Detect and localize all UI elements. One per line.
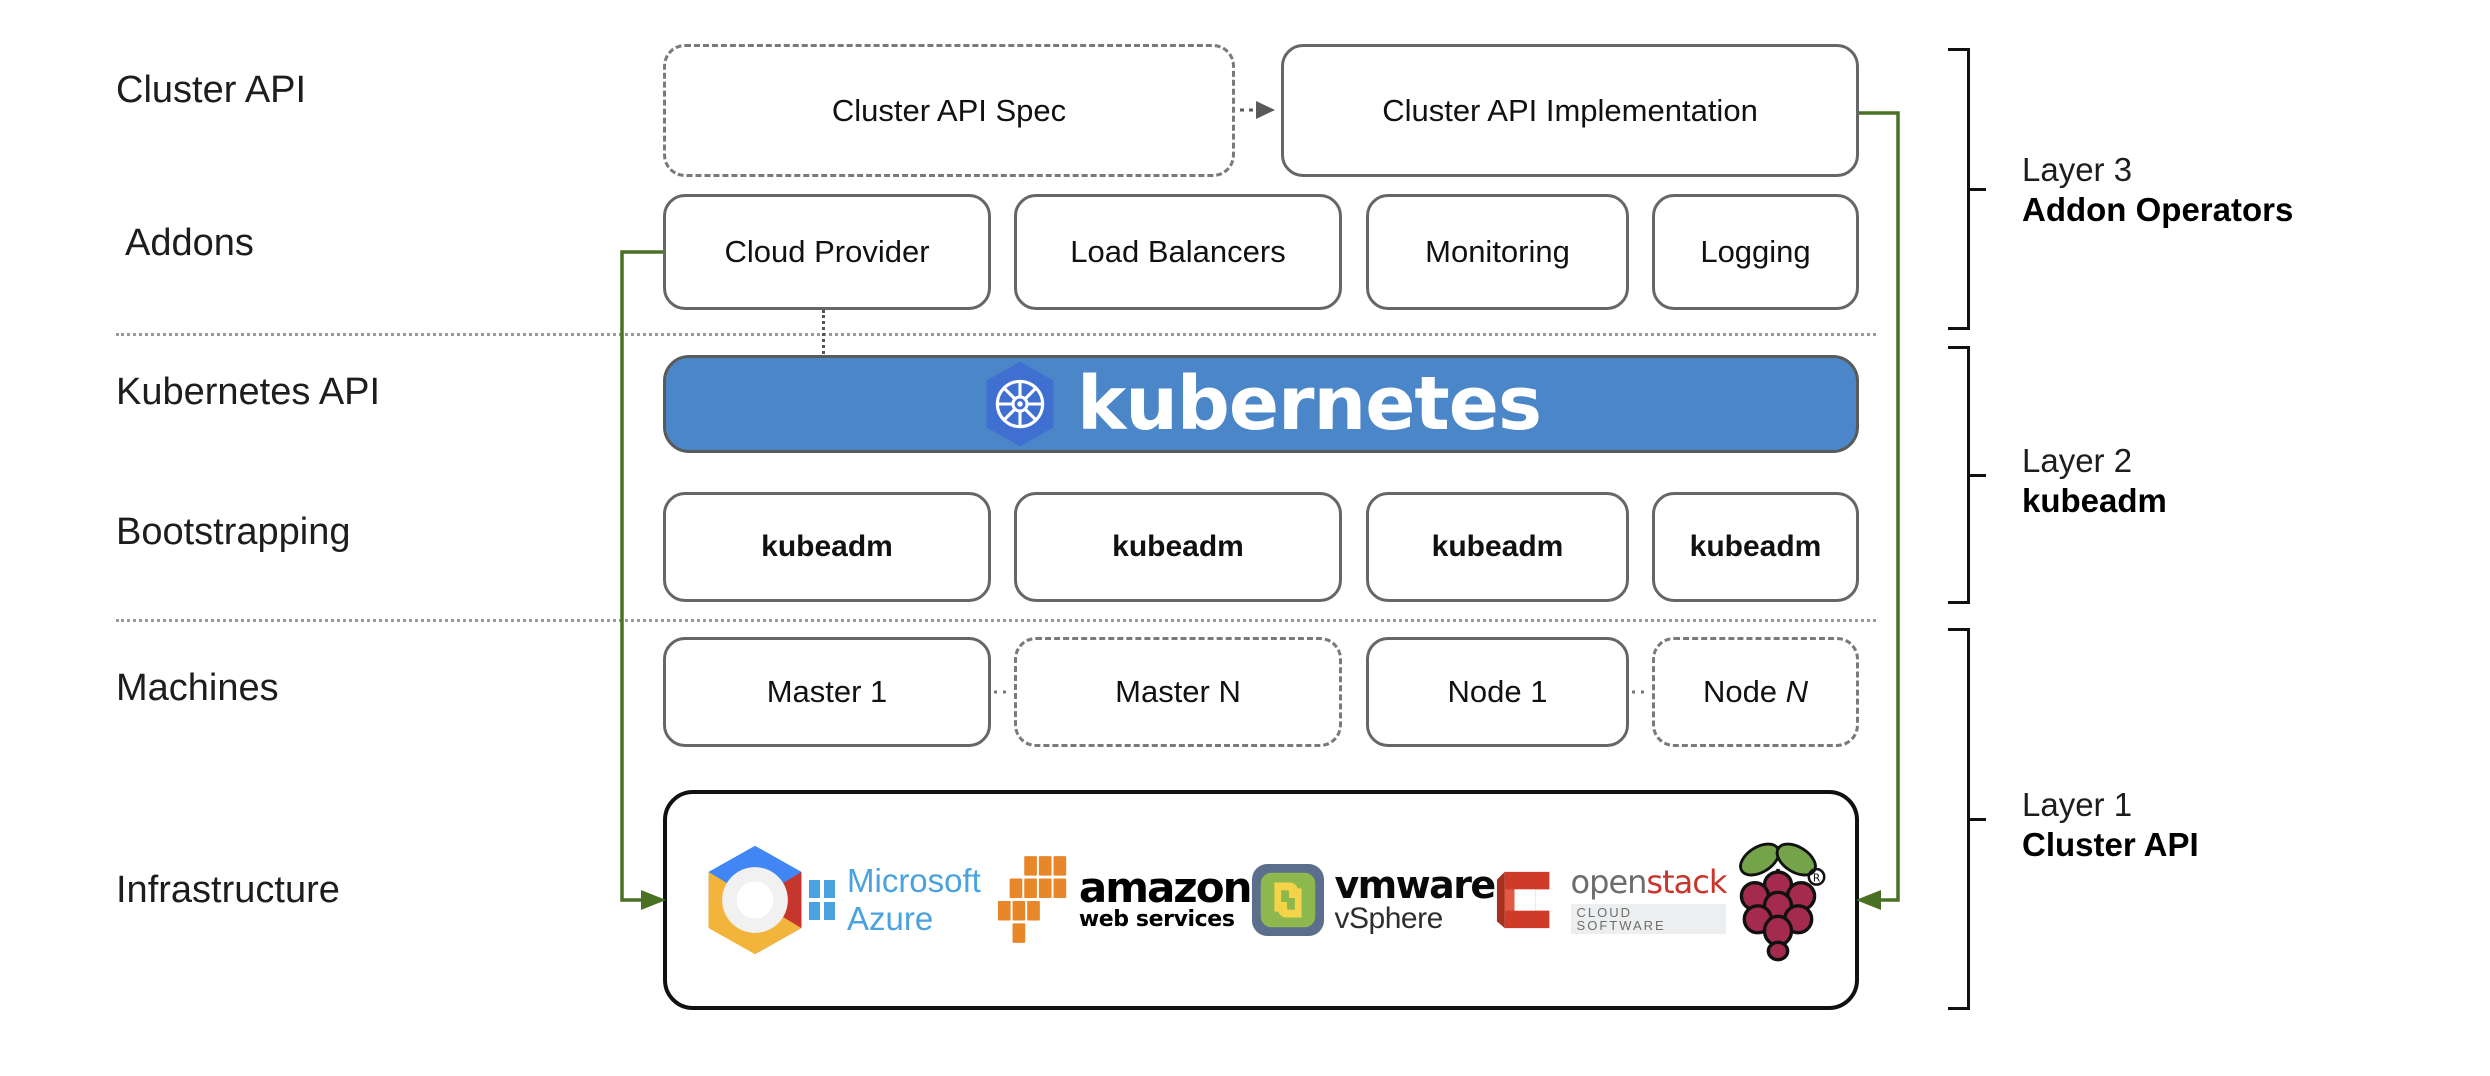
layer-2-title: Layer 2: [2022, 442, 2133, 479]
addon-label: Logging: [1700, 234, 1811, 269]
openstack-wordmark: openstack CLOUD SOFTWARE: [1570, 863, 1728, 934]
machine-label: Master 1: [766, 674, 888, 709]
addon-box-load-balancers[interactable]: Load Balancers: [1014, 194, 1342, 310]
machine-label: Node N: [1702, 674, 1809, 709]
layer-3-bracket: [1948, 48, 1970, 330]
addon-label: Cloud Provider: [724, 234, 930, 269]
row-label-text: Kubernetes API: [116, 370, 381, 413]
row-label-infrastructure: Infrastructure: [116, 860, 516, 920]
layer-3-bracket-tick: [1970, 188, 1986, 191]
vmware-text: vmware: [1334, 863, 1497, 907]
aws-logo: amazon web services: [995, 854, 1253, 946]
layer-3-label: Layer 3 Addon Operators: [2022, 150, 2452, 231]
machine-box-node-1[interactable]: Node 1: [1366, 637, 1629, 747]
cluster-api-spec-box[interactable]: Cluster API Spec: [663, 44, 1235, 177]
vsphere-text: vSphere: [1334, 902, 1444, 935]
addon-box-logging[interactable]: Logging: [1652, 194, 1859, 310]
kubeadm-box-4[interactable]: kubeadm: [1652, 492, 1859, 602]
row-label-text: Bootstrapping: [116, 510, 351, 553]
separator-layer3-layer2: [116, 333, 1876, 336]
kubernetes-wordmark: kubernetes: [1076, 361, 1542, 447]
google-cloud-hexagon-icon: [701, 842, 809, 958]
machine-label: Master N: [1115, 674, 1241, 709]
addon-label: Monitoring: [1425, 234, 1570, 269]
kubeadm-box-3[interactable]: kubeadm: [1366, 492, 1629, 602]
kubeadm-box-2[interactable]: kubeadm: [1014, 492, 1342, 602]
addon-box-monitoring[interactable]: Monitoring: [1366, 194, 1629, 310]
addon-label: Load Balancers: [1070, 234, 1286, 269]
layer-1-bracket: [1948, 628, 1970, 1010]
layer-1-subtitle: Cluster API: [2022, 826, 2199, 864]
layer-2-subtitle: kubeadm: [2022, 482, 2167, 520]
azure-logo: Microsoft Azure: [809, 862, 995, 938]
implementation-to-infrastructure-arrowhead: [1856, 890, 1881, 910]
row-label-text: Machines: [116, 666, 279, 709]
aws-wordmark: amazon web services: [1078, 866, 1253, 933]
cloud-provider-to-infrastructure-line: [620, 250, 663, 902]
row-label-bootstrapping: Bootstrapping: [116, 502, 516, 562]
cluster-api-implementation-box[interactable]: Cluster API Implementation: [1281, 44, 1859, 177]
openstack-text: openstack: [1570, 863, 1728, 901]
machine-box-master-n[interactable]: Master N: [1014, 637, 1342, 747]
implementation-to-infrastructure-line: [1859, 111, 1900, 902]
row-label-text: Addons: [125, 221, 254, 264]
openstack-logo: openstack CLOUD SOFTWARE: [1495, 864, 1727, 936]
openstack-cube-icon: [1495, 864, 1561, 936]
layer-3-subtitle: Addon Operators: [2022, 191, 2294, 229]
layer-2-bracket-tick: [1970, 474, 1986, 477]
row-label-addons: Addons: [125, 213, 525, 273]
kubeadm-label: kubeadm: [761, 530, 893, 563]
kubernetes-helm-wheel-icon: [981, 360, 1059, 448]
layer-1-title: Layer 1: [2022, 786, 2133, 823]
svg-text:R: R: [1813, 873, 1821, 885]
row-label-kubernetes-api: Kubernetes API: [116, 362, 516, 422]
layer-3-title: Layer 3: [2022, 151, 2133, 188]
row-label-text: Cluster API: [116, 68, 307, 111]
infrastructure-panel[interactable]: Microsoft Azure: [663, 790, 1859, 1010]
vmware-logo: vmware vSphere: [1251, 863, 1497, 937]
cluster-api-spec-label: Cluster API Spec: [831, 92, 1067, 128]
layer-2-bracket: [1948, 346, 1970, 604]
windows-flag-icon: [809, 880, 835, 920]
layer-1-label: Layer 1 Cluster API: [2022, 785, 2452, 866]
cluster-api-implementation-label: Cluster API Implementation: [1382, 92, 1758, 128]
vmware-wordmark: vmware vSphere: [1334, 863, 1497, 935]
kubeadm-box-1[interactable]: kubeadm: [663, 492, 991, 602]
aws-subtext: web services: [1078, 907, 1235, 933]
kubeadm-label: kubeadm: [1431, 530, 1564, 563]
machine-label: Node 1: [1447, 674, 1548, 709]
machine-label-italic: N: [1785, 674, 1809, 709]
kubernetes-banner[interactable]: kubernetes: [663, 355, 1859, 453]
separator-layer2-layer1: [116, 619, 1876, 622]
row-label-text: Infrastructure: [116, 868, 340, 911]
kubeadm-label: kubeadm: [1112, 530, 1244, 563]
azure-wordmark: Microsoft Azure: [847, 862, 981, 937]
aws-cubes-icon: [995, 854, 1073, 946]
layer-2-label: Layer 2 kubeadm: [2022, 441, 2452, 522]
cloud-provider-to-kubernetes-connector: [822, 310, 825, 354]
machine-box-node-n[interactable]: Node N: [1652, 637, 1859, 747]
row-label-cluster-api: Cluster API: [116, 60, 516, 120]
kubeadm-label: kubeadm: [1689, 530, 1822, 563]
vmware-vsphere-icon: [1251, 863, 1325, 937]
layer-1-bracket-tick: [1970, 818, 1986, 821]
raspberry-pi-icon: R: [1726, 838, 1830, 962]
row-label-machines: Machines: [116, 658, 516, 718]
aws-amazon-text: amazon: [1078, 862, 1253, 912]
openstack-subtext: CLOUD SOFTWARE: [1570, 904, 1727, 934]
addon-box-cloud-provider[interactable]: Cloud Provider: [663, 194, 991, 310]
machine-box-master-1[interactable]: Master 1: [663, 637, 991, 747]
